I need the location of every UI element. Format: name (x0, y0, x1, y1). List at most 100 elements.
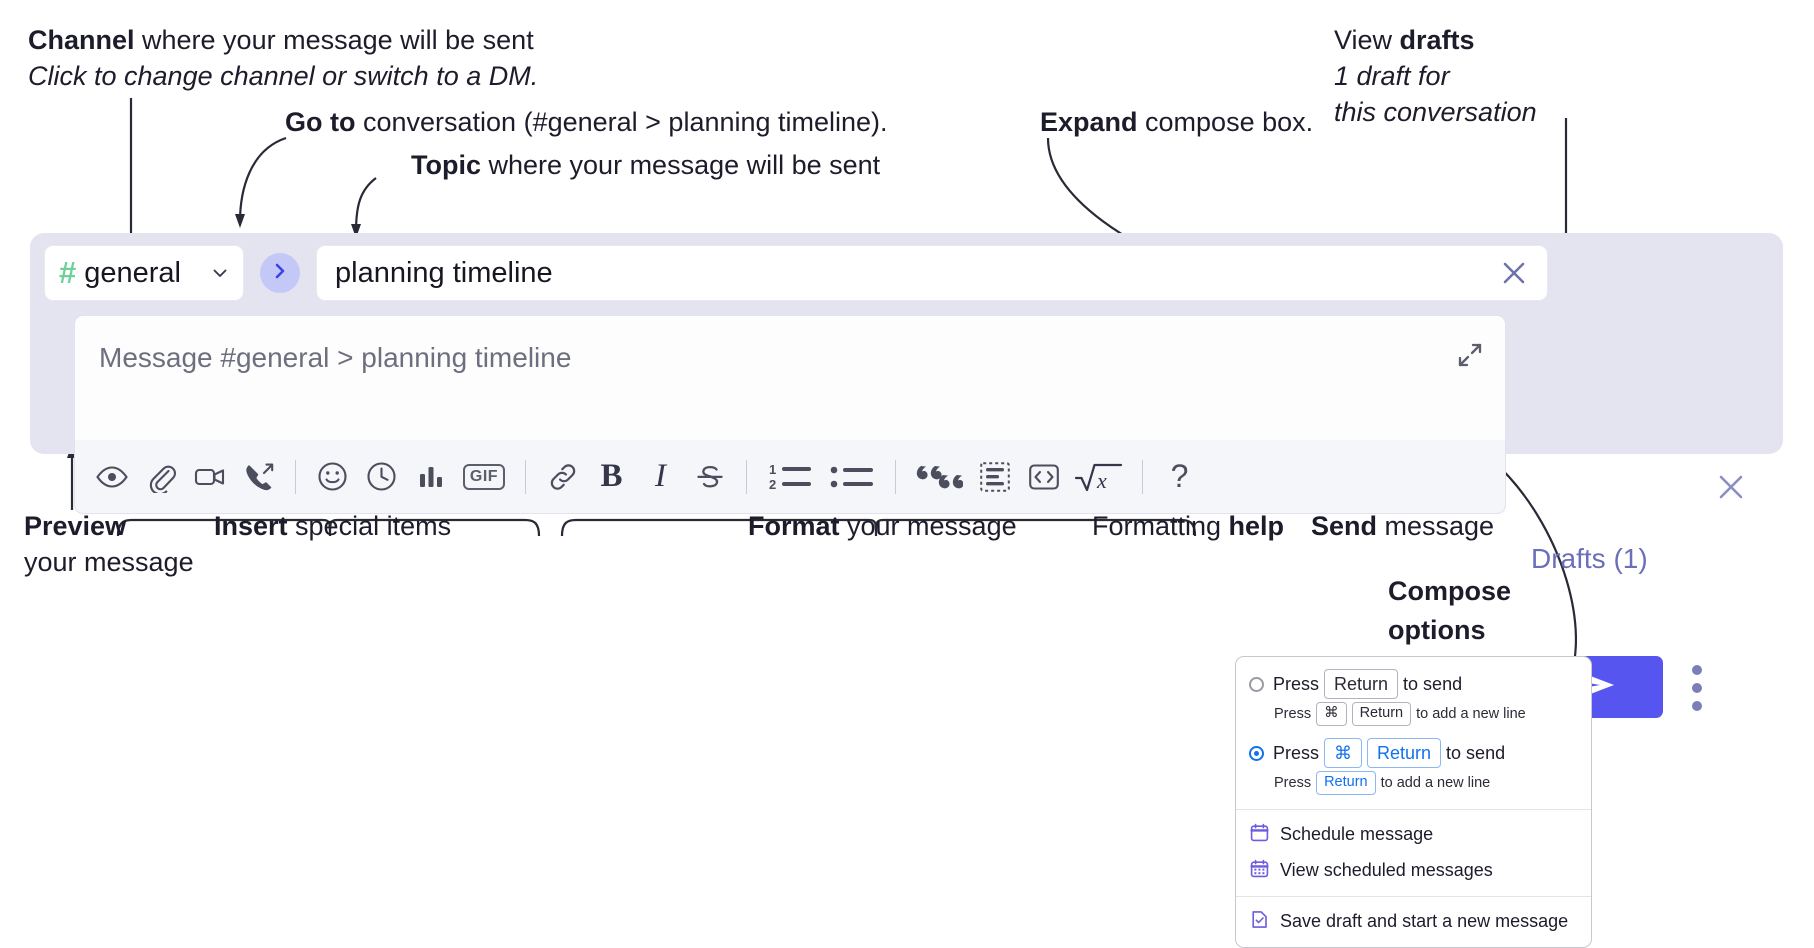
menu-subtext-return: Press ⌘ Return to add a new line (1236, 701, 1591, 731)
blockquote-icon[interactable] (908, 452, 970, 501)
topic-input-value: planning timeline (335, 256, 553, 289)
video-icon[interactable] (185, 452, 234, 501)
link-icon[interactable] (538, 452, 587, 501)
send-shortcut-options: Press Return to send Press ⌘ Return to a… (1236, 657, 1591, 809)
annotation-insert-bold: Insert (214, 511, 288, 541)
key-command: ⌘ (1316, 702, 1347, 726)
compose-options-button[interactable] (1692, 665, 1702, 711)
radio-icon-unselected[interactable] (1249, 676, 1264, 692)
chevron-right-icon (270, 261, 290, 286)
poll-bar-chart-icon[interactable] (406, 452, 455, 501)
menu-item-label: View scheduled messages (1280, 860, 1493, 881)
preview-icon[interactable] (87, 452, 136, 501)
annotation-format-bold: Format (748, 511, 840, 541)
calendar-schedule-icon (1250, 823, 1269, 847)
compose-options-menu: Press Return to send Press ⌘ Return to a… (1235, 656, 1592, 948)
reminder-clock-icon[interactable] (357, 452, 406, 501)
separator-4 (895, 459, 896, 494)
menu-schedule-group: Schedule message View scheduled messages (1236, 810, 1591, 896)
menu-divider-2 (1236, 895, 1591, 897)
svg-text:1: 1 (769, 462, 776, 477)
radio-option-cmd-return-text: Press ⌘ Return to send (1273, 737, 1506, 769)
annotation-drafts-normal: View (1334, 25, 1400, 55)
svg-text:2: 2 (769, 477, 776, 492)
menu-item-save-draft[interactable]: Save draft and start a new message (1236, 904, 1591, 940)
bulleted-list-icon[interactable] (821, 452, 883, 501)
separator-5 (1142, 459, 1143, 494)
annotation-drafts: View drafts 1 draft for this conversatio… (1334, 22, 1537, 130)
annotation-format-rest: your message (839, 511, 1017, 541)
more-vertical-dot-1 (1692, 665, 1702, 675)
italic-label: I (655, 458, 666, 494)
italic-icon[interactable]: I (636, 452, 685, 501)
code-block-icon[interactable] (970, 452, 1019, 501)
math-sqrt-icon[interactable]: x (1068, 452, 1130, 501)
radio2-pre-label: Press (1273, 742, 1320, 763)
annotation-channel-italic: Click to change channel or switch to a D… (28, 61, 539, 91)
menu-radio-option-cmd-return[interactable]: Press ⌘ Return to send (1236, 731, 1591, 770)
menu-divider-1 (1236, 808, 1591, 810)
key-return: Return (1324, 669, 1399, 700)
annotation-compose-line2: options (1388, 615, 1486, 645)
inline-code-icon[interactable] (1019, 452, 1068, 501)
menu-item-schedule-message[interactable]: Schedule message (1236, 817, 1591, 853)
menu-draft-group: Save draft and start a new message (1236, 897, 1591, 947)
message-input[interactable]: Message #general > planning timeline (74, 315, 1506, 440)
radio2-post-label: to send (1446, 742, 1506, 763)
annotation-expand-bold: Expand (1040, 107, 1138, 137)
sub2-post-label: to add a new line (1380, 774, 1491, 791)
key-return-sub: Return (1351, 702, 1412, 726)
expand-diagonal-icon[interactable] (1455, 340, 1485, 370)
annotation-drafts-line2: 1 draft for (1334, 61, 1450, 91)
gif-icon[interactable]: GIF (455, 452, 513, 501)
annotation-help-bold: help (1228, 511, 1285, 541)
topic-input[interactable]: planning timeline (316, 245, 1548, 301)
more-vertical-dot-3 (1692, 701, 1702, 711)
annotation-drafts-line3: this conversation (1334, 97, 1537, 127)
emoji-icon[interactable] (308, 452, 357, 501)
annotation-channel-bold: Channel (28, 25, 135, 55)
annotation-goto: Go to conversation (#general > planning … (285, 104, 888, 140)
message-input-placeholder: Message #general > planning timeline (99, 342, 572, 373)
annotation-drafts-bold: drafts (1399, 25, 1475, 55)
annotation-format: Format your message (748, 508, 1017, 544)
more-vertical-dot-2 (1692, 683, 1702, 693)
key-return-sub2: Return (1316, 771, 1376, 795)
annotation-topic-rest: where your message will be sent (481, 150, 881, 180)
ordered-list-icon[interactable]: 1 2 (759, 452, 821, 501)
annotation-goto-rest: conversation (#general > planning timeli… (355, 107, 888, 137)
sub-pre-label: Press (1274, 706, 1312, 723)
bold-label: B (600, 458, 623, 494)
annotation-channel: Channel where your message will be sent … (28, 22, 538, 94)
close-icon[interactable] (1499, 258, 1529, 288)
menu-item-view-scheduled[interactable]: View scheduled messages (1236, 853, 1591, 889)
strikethrough-icon[interactable] (685, 452, 734, 501)
annotation-goto-bold: Go to (285, 107, 356, 137)
menu-radio-option-return[interactable]: Press Return to send (1236, 666, 1591, 701)
panel-close-button[interactable] (1714, 470, 1748, 504)
annotation-expand-rest: compose box. (1137, 107, 1314, 137)
chevron-down-icon (211, 264, 229, 282)
annotation-channel-rest: where your message will be sent (134, 25, 534, 55)
bold-icon[interactable]: B (587, 452, 636, 501)
compose-panel: # general planning timeline Message #gen… (30, 233, 1783, 718)
help-label: ? (1170, 458, 1189, 494)
radio-icon-selected[interactable] (1249, 745, 1264, 761)
channel-selector[interactable]: # general (44, 245, 244, 301)
annotation-help: Formatting help (1092, 508, 1284, 544)
audio-call-icon[interactable] (234, 452, 283, 501)
annotation-compose-line1: Compose (1388, 576, 1512, 606)
radio-pre-label: Press (1273, 673, 1320, 694)
menu-subtext-cmd-return: Press Return to add a new line (1236, 770, 1591, 800)
annotation-send-rest: message (1377, 511, 1495, 541)
drafts-link[interactable]: Drafts (1) (1531, 543, 1648, 574)
annotation-send: Send message (1311, 508, 1494, 544)
attachment-icon[interactable] (136, 452, 185, 501)
help-icon[interactable]: ? (1155, 452, 1204, 501)
radio-post-label: to send (1403, 673, 1463, 694)
svg-text:x: x (1096, 468, 1107, 493)
annotation-preview: Preview your message (24, 508, 194, 580)
goto-conversation-button[interactable] (260, 253, 300, 293)
separator-2 (525, 459, 526, 494)
